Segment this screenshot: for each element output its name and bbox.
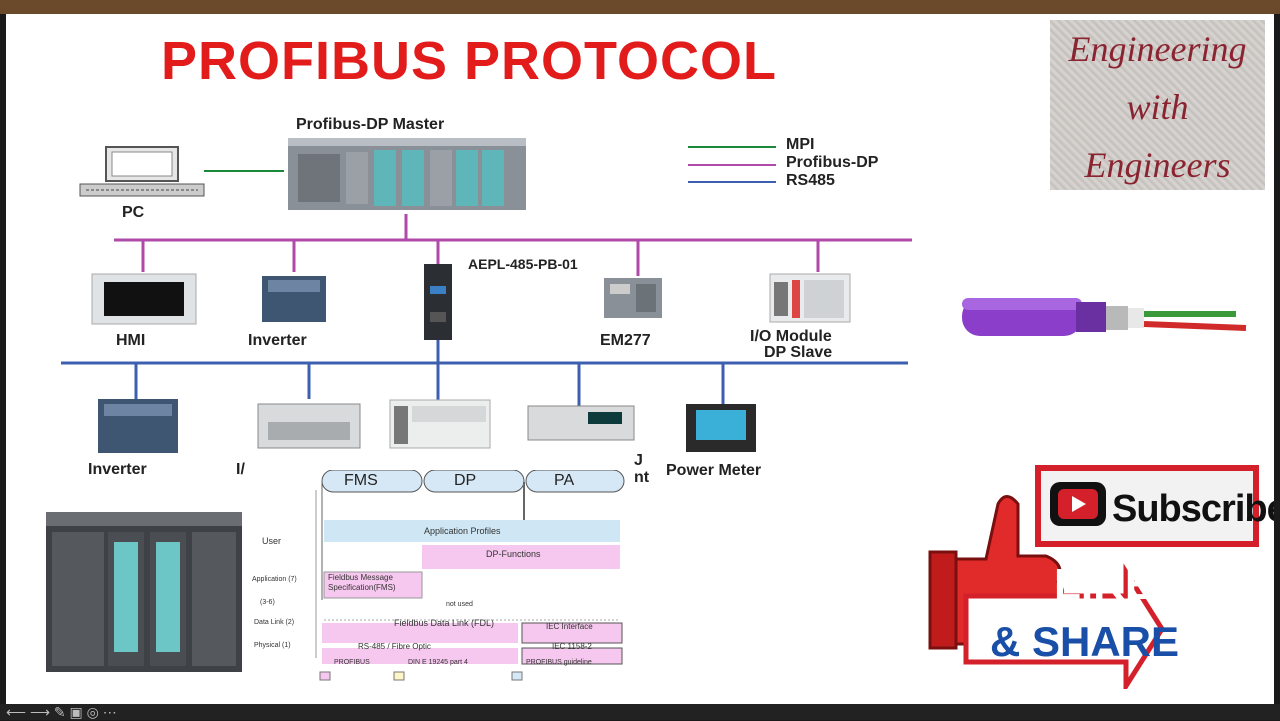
subscribe-label: Subscribe — [1112, 488, 1274, 530]
inverter-label-2: Inverter — [88, 461, 147, 478]
presentation-controls-bar: ⟵ ⟶ ✎ ▣ ◎ ⋯ — [0, 704, 1280, 720]
legend-rs485-label: RS485 — [786, 172, 835, 189]
page-title: PROFIBUS PROTOCOL — [161, 31, 778, 91]
inverter-icon-2 — [98, 399, 178, 453]
converter-label: AEPL-485-PB-01 — [468, 256, 578, 272]
like-share-graphic — [928, 465, 1259, 689]
stack-layer-physical: Physical (1) — [254, 642, 291, 649]
io-device-icon — [257, 403, 361, 449]
stack-legend-1: PROFIBUS — [334, 659, 370, 666]
logo-line-2: with — [1126, 87, 1189, 127]
logo-line-1: Engineering — [1068, 29, 1247, 69]
partial-label-1: I/ — [236, 461, 245, 478]
stack-phys-right: IEC 1158-2 — [552, 642, 592, 651]
master-plc-icon — [288, 138, 526, 210]
stack-fdl: Fieldbus Data Link (FDL) — [394, 618, 495, 628]
master-label: Profibus-DP Master — [296, 116, 445, 133]
stack-layer-app: Application (7) — [252, 576, 297, 583]
stack-legend-2: DIN E 19245 part 4 — [408, 659, 468, 666]
stack-not-used: not used — [446, 601, 473, 608]
logo-line-3: Engineers — [1084, 145, 1231, 185]
s7-300-plc-image — [46, 512, 242, 672]
partial-label-3: nt — [634, 469, 650, 486]
stack-fms-spec-1: Fieldbus Message — [328, 573, 393, 582]
protocol-stack-diagram — [315, 470, 625, 681]
dp-slave-label: DP Slave — [764, 344, 833, 361]
inverter-label-1: Inverter — [248, 332, 307, 349]
stack-app-profiles: Application Profiles — [424, 526, 501, 536]
em277-icon — [604, 278, 662, 318]
top-border — [0, 0, 1280, 14]
stack-layer-mid: (3-6) — [260, 599, 275, 606]
stack-tab-pa: PA — [554, 472, 575, 489]
like-label: LIKE — [1054, 560, 1155, 609]
power-meter-icon — [686, 404, 756, 452]
stack-fms-spec-2: Specification(FMS) — [328, 583, 396, 592]
inverter-icon-1 — [262, 276, 326, 322]
plc-compact-icon — [389, 399, 491, 449]
share-label: & SHARE — [990, 618, 1180, 665]
stack-phys-left: RS-485 / Fibre Optic — [358, 642, 431, 651]
em277-label: EM277 — [600, 332, 651, 349]
pc-icon — [79, 146, 205, 197]
aepl-converter-icon — [424, 264, 452, 340]
io-module-icon — [769, 273, 851, 323]
hmi-icon — [91, 273, 197, 325]
meter-device-icon — [527, 405, 635, 441]
power-meter-label: Power Meter — [666, 462, 762, 479]
hmi-label: HMI — [116, 332, 146, 349]
stack-layer-user: User — [262, 536, 282, 546]
pc-label: PC — [122, 204, 145, 221]
presentation-controls[interactable]: ⟵ ⟶ ✎ ▣ ◎ ⋯ — [6, 704, 117, 720]
stack-tab-fms: FMS — [344, 472, 378, 489]
slide: PROFIBUS PROTOCOL Engineering with Engin… — [6, 14, 1274, 704]
stack-iec: IEC Interface — [546, 622, 593, 631]
profibus-cable-image — [962, 298, 1247, 336]
stack-legend-3: PROFIBUS guideline — [526, 659, 592, 666]
stack-tab-dp: DP — [454, 472, 477, 489]
channel-logo: Engineering with Engineers — [1050, 20, 1265, 190]
partial-label-2: J — [634, 452, 643, 469]
stack-layer-datalink: Data Link (2) — [254, 619, 295, 626]
network-diagram — [61, 138, 912, 453]
legend-profibus-dp-label: Profibus-DP — [786, 154, 879, 171]
stack-dp-functions: DP-Functions — [486, 549, 541, 559]
legend-mpi-label: MPI — [786, 136, 815, 153]
io-module-label: I/O Module — [750, 328, 832, 345]
